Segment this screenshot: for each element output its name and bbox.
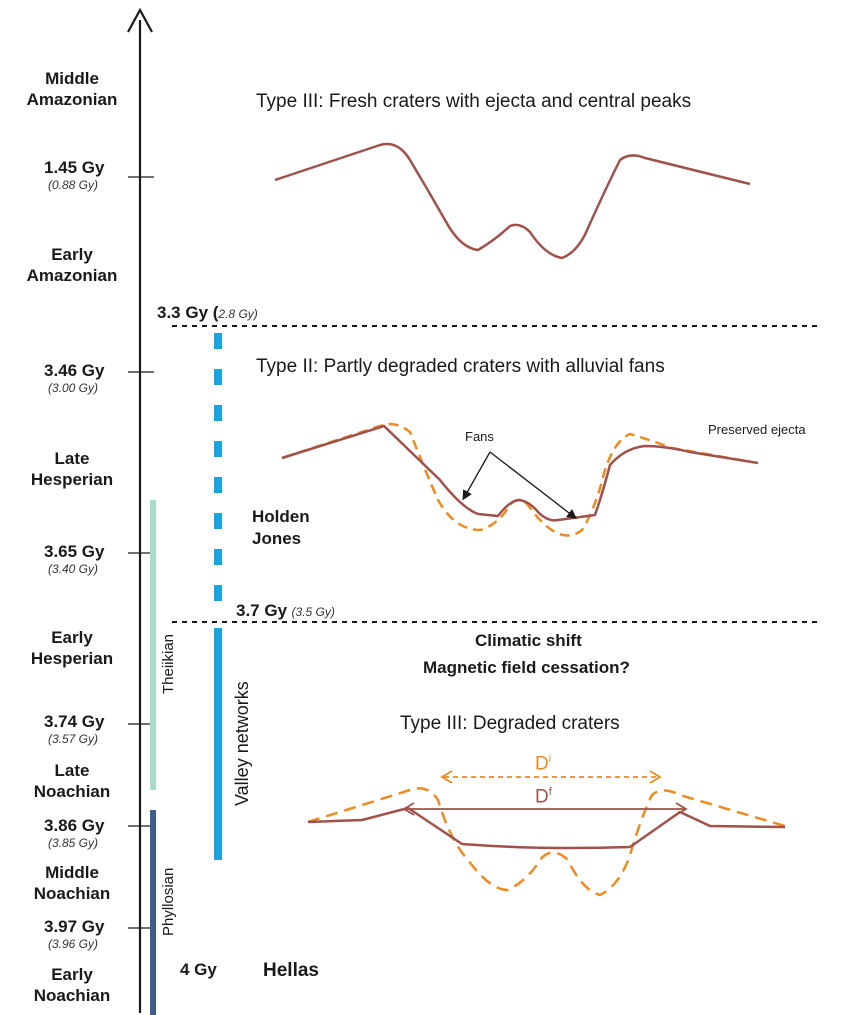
hellas-label: Hellas [263,960,319,981]
fans-label: Fans [465,429,494,444]
valley-networks-bar [214,628,222,860]
degraded-current-profile [307,806,786,850]
type2-title: Type II: Partly degraded craters with al… [256,356,665,377]
d-final-label: Df [535,786,552,808]
type2-current-profile [281,424,759,522]
fans-arrow-right [489,451,577,520]
type3-fresh-title: Type III: Fresh craters with ejecta and … [256,91,692,112]
degraded-initial-profile [307,787,786,897]
theiikian-bar [150,500,156,790]
age-1-45: 1.45 Gy (0.88 Gy) [44,158,105,192]
four-gy-label: 4 Gy [180,960,217,979]
phyllosian-label: Phyllosian [160,867,177,936]
boundary-label-3-3: 3.3 Gy (2.8 Gy) [157,303,258,322]
d-initial-arrowhead-right [649,770,662,784]
time-axis-arrowhead [127,7,153,33]
boundary-label-3-7: 3.7 Gy (3.5 Gy) [236,601,335,620]
magnetic-field-label: Magnetic field cessation? [423,658,630,677]
valley-networks-label: Valley networks [232,681,252,806]
d-initial-label: Di [535,753,552,775]
type3-degraded-title: Type III: Degraded craters [400,713,620,734]
age-3-74: 3.74 Gy (3.57 Gy) [44,712,105,746]
holden-label: Holden [252,507,310,526]
age-3-97: 3.97 Gy (3.96 Gy) [44,917,105,951]
theiikian-label: Theiikian [160,633,177,694]
crater-names: Holden Jones [252,506,310,550]
age-3-65: 3.65 Gy (3.40 Gy) [44,542,105,576]
d-final-arrowhead-left [402,802,415,816]
preserved-ejecta-label: Preserved ejecta [708,422,806,437]
age-3-46: 3.46 Gy (3.00 Gy) [44,361,105,395]
climatic-shift-label: Climatic shift [475,631,582,650]
type2-initial-profile [281,422,753,537]
d-final-arrowhead-right [675,802,688,816]
phyllosian-bar [150,810,156,1015]
jones-label: Jones [252,529,302,548]
age-3-86: 3.86 Gy (3.85 Gy) [44,816,105,850]
fresh-crater-profile [274,142,751,260]
d-initial-arrowhead-left [440,770,453,784]
fans-arrow-left [462,451,491,501]
